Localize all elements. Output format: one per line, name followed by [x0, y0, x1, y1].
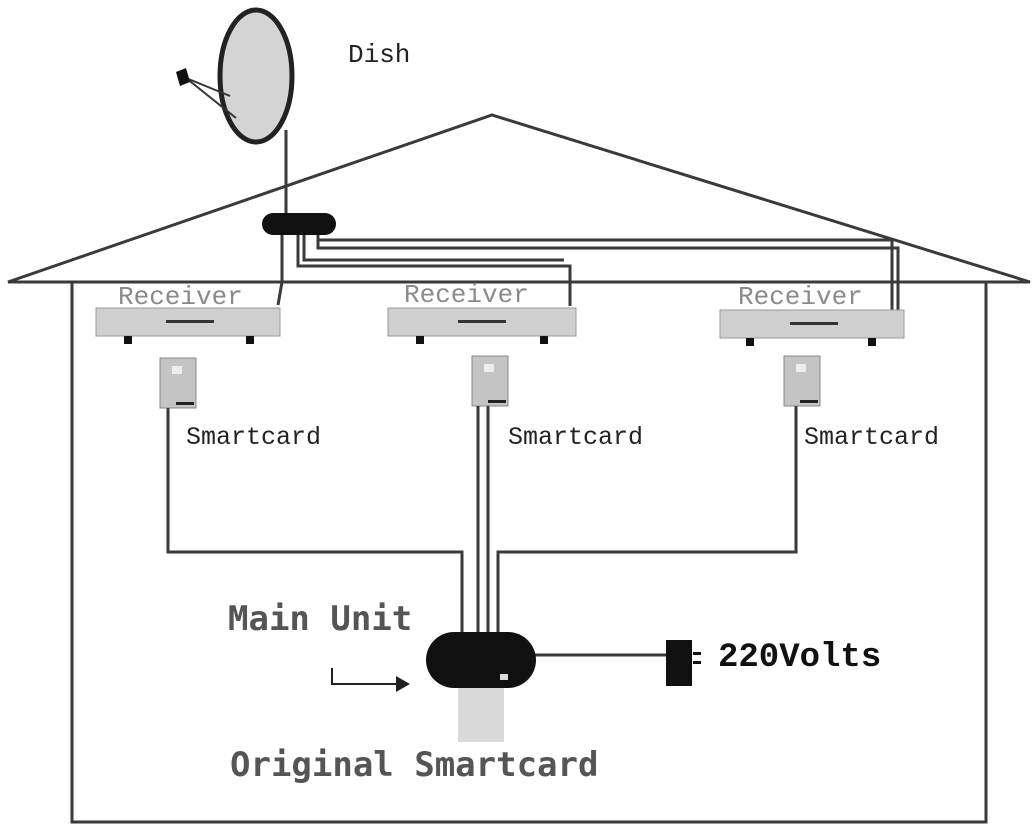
plug-pin-top	[693, 652, 701, 655]
smartcard-2-label: Smartcard	[508, 423, 643, 452]
dish-label: Dish	[348, 40, 410, 70]
receiver-2-label: Receiver	[404, 280, 529, 310]
smartcard-1-slot	[176, 402, 194, 405]
smartcard-3: Smartcard	[783, 355, 939, 452]
cable-smartcard-1	[166, 408, 464, 640]
house	[7, 113, 1031, 824]
receiver-1-foot-left	[124, 336, 132, 344]
roof	[7, 113, 1031, 284]
smartcard-2-slot	[488, 400, 506, 403]
splitter	[262, 213, 336, 235]
power-adapter-body	[666, 640, 692, 686]
cable-receiver-1	[276, 234, 284, 306]
main-unit-body	[426, 632, 536, 688]
receiver-3-foot-left	[746, 338, 754, 346]
receiver-cables	[276, 130, 900, 310]
receiver-1-foot-right	[246, 336, 254, 344]
receiver-1-label: Receiver	[118, 282, 243, 312]
dish: Dish	[176, 7, 410, 145]
receiver-2-slot	[458, 320, 506, 323]
original-smartcard-label: Original Smartcard	[230, 745, 598, 785]
main-unit-label: Main Unit	[228, 599, 412, 639]
dish-arm-lower	[185, 77, 231, 97]
arrow-right-icon	[331, 668, 410, 692]
smartcard-3-slot	[800, 400, 818, 403]
lnb-icon	[176, 68, 190, 86]
main-unit-led	[500, 674, 508, 680]
cable-receiver-3b	[318, 238, 894, 310]
main-unit: Main Unit	[228, 599, 536, 692]
cable-receiver-2b	[302, 234, 564, 262]
smartcard-1-label: Smartcard	[186, 423, 321, 452]
receiver-3-foot-right	[868, 338, 876, 346]
power-adapter: 220Volts	[666, 639, 881, 686]
receiver-3-label: Receiver	[738, 282, 863, 312]
smartcard-1-chip	[172, 366, 182, 374]
smartcard-2-box	[471, 355, 509, 407]
smartcard-3-label: Smartcard	[804, 423, 939, 452]
smartcard-1: Smartcard	[159, 357, 321, 452]
smartcard-2-chip	[484, 364, 494, 372]
receiver-3: Receiver	[719, 282, 905, 346]
dish-arm	[185, 77, 237, 119]
smartcard-3-box	[783, 355, 821, 407]
receiver-3-slot	[790, 322, 838, 325]
receiver-2-foot-left	[416, 336, 424, 344]
smartcard-2: Smartcard	[471, 355, 643, 452]
receiver-2-foot-right	[540, 336, 548, 344]
plug-pin-bottom	[693, 661, 701, 664]
dish-reflector	[217, 7, 295, 145]
volts-label: 220Volts	[718, 639, 881, 677]
smartcard-cables	[166, 406, 798, 657]
receiver-1-slot	[166, 320, 214, 323]
cable-receiver-2	[296, 234, 572, 306]
receiver-1: Receiver	[95, 282, 281, 344]
smartcard-3-chip	[796, 364, 806, 372]
smartcard-1-box	[159, 357, 197, 409]
cable-smartcard-3	[496, 406, 798, 640]
receiver-2: Receiver	[387, 280, 577, 344]
